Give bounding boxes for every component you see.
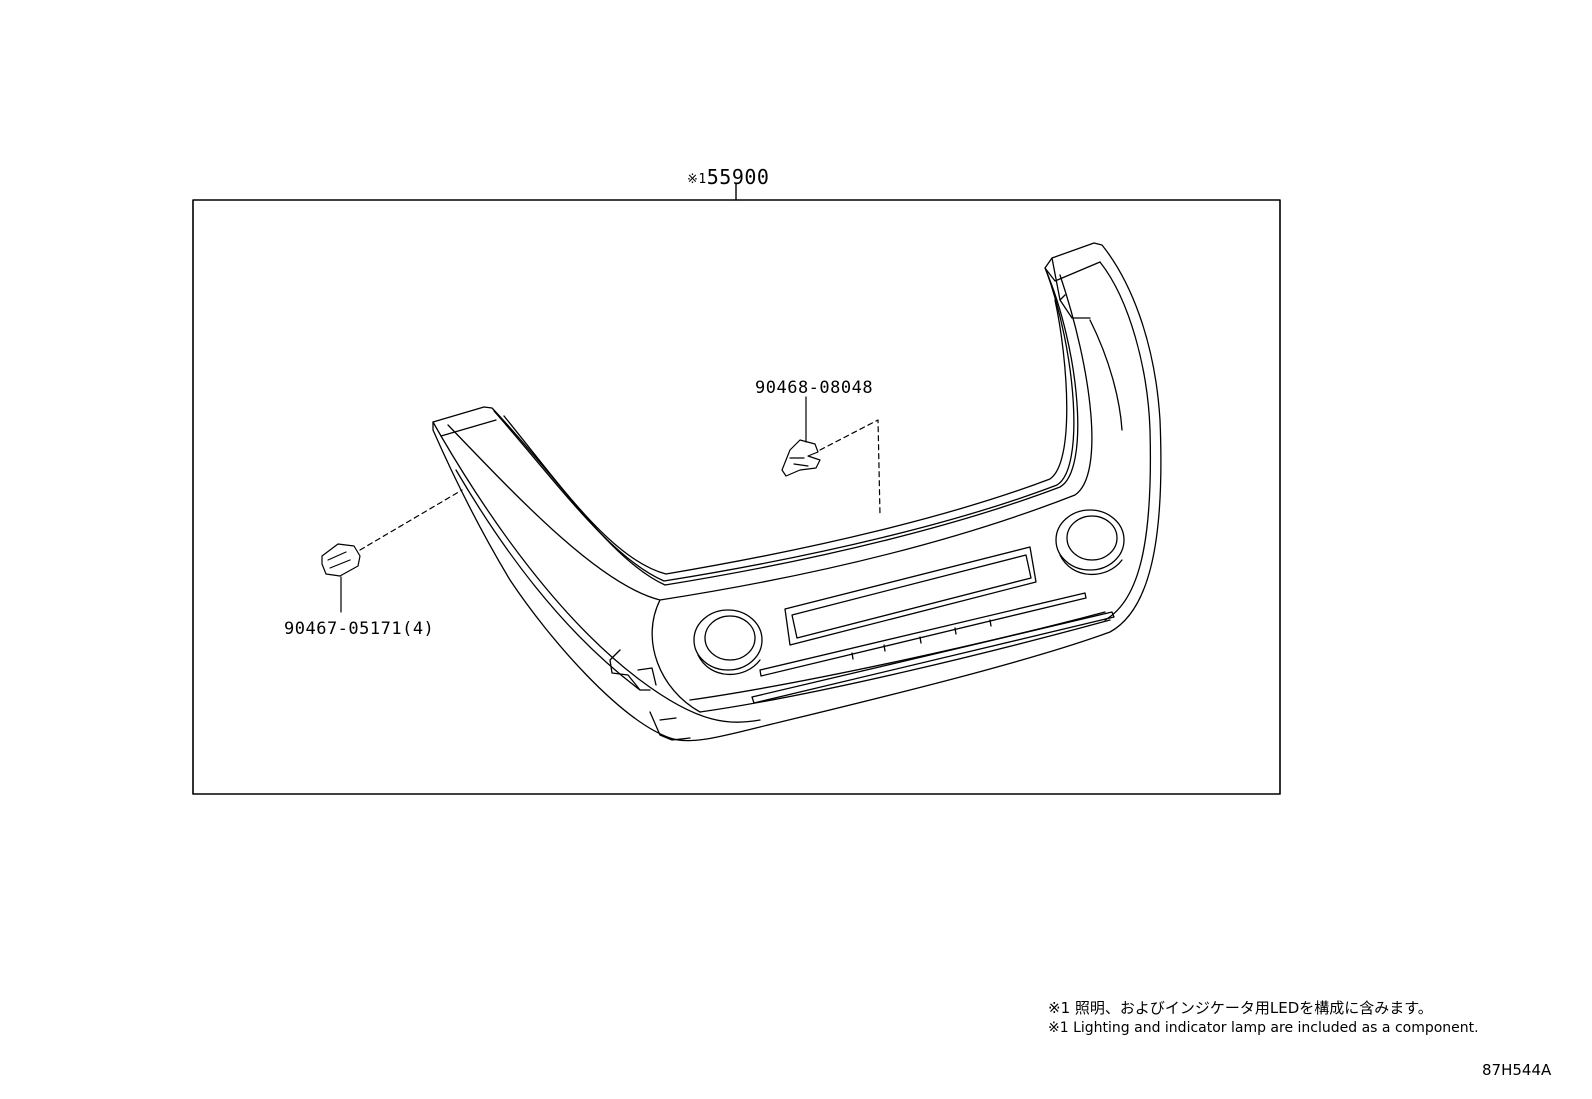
- assembly-frame: [192, 183, 1281, 795]
- part-label-clip-upper: 90468-08048: [755, 378, 874, 398]
- main-assembly-label: ※155900: [687, 165, 769, 189]
- part-label-clip-left: 90467-05171(4): [284, 619, 435, 639]
- drawing-code: 87H544A: [1482, 1061, 1552, 1079]
- clip-upper-part: [781, 396, 821, 477]
- clip-left-part: [321, 543, 361, 613]
- note-english: ※1 Lighting and indicator lamp are inclu…: [1048, 1020, 1479, 1036]
- main-part-number: 55900: [706, 165, 770, 189]
- ref-mark: ※1: [687, 172, 707, 187]
- upper-clip-install-line: [819, 419, 881, 516]
- note-japanese: ※1 照明、およびインジケータ用LEDを構成に含みます。: [1048, 999, 1433, 1017]
- left-clip-install-line: [359, 489, 463, 551]
- control-panel-bezel: [432, 242, 1162, 742]
